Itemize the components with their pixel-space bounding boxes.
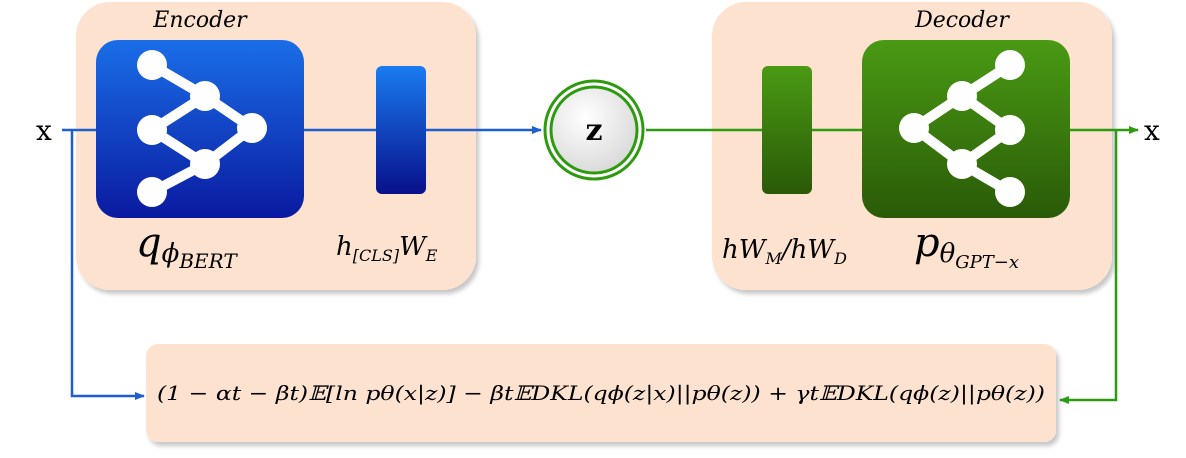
decoder-title: Decoder [914,8,1010,33]
decoder-projection-label: hWM/hWD [722,235,847,268]
encoder-projection-label: h[CLS]WE [336,232,438,265]
latent-z-label: z [585,113,602,148]
encoder-network-block [96,40,304,218]
encoder-flow [62,126,542,400]
decoder-distribution-label: pθGPT−x [914,220,1019,273]
neural-network-icon [137,50,267,207]
neural-network-icon [899,50,1025,207]
decoder-panel: Decoder hWM/hWD pθGPT−x [712,2,1112,290]
output-x-label: x [1144,114,1160,147]
input-x-label: x [36,114,52,147]
encoder-projection-bar [376,66,426,194]
encoder-panel: Encoder qϕBERT h[CLS]WE [76,2,476,290]
latent-z-node: z [543,79,645,181]
decoder-projection-bar [762,66,812,194]
decoder-network-block [862,40,1070,218]
objective-panel: (1 − αt − βt)𝔼[ln pθ(x|z)] − βt𝔼DKL(qϕ(z… [146,344,1056,442]
objective-formula: (1 − αt − βt)𝔼[ln pθ(x|z)] − βt𝔼DKL(qϕ(z… [157,381,1045,406]
decoder-flow [646,126,1139,404]
encoder-title: Encoder [152,8,248,33]
encoder-distribution-label: qϕBERT [136,220,238,273]
